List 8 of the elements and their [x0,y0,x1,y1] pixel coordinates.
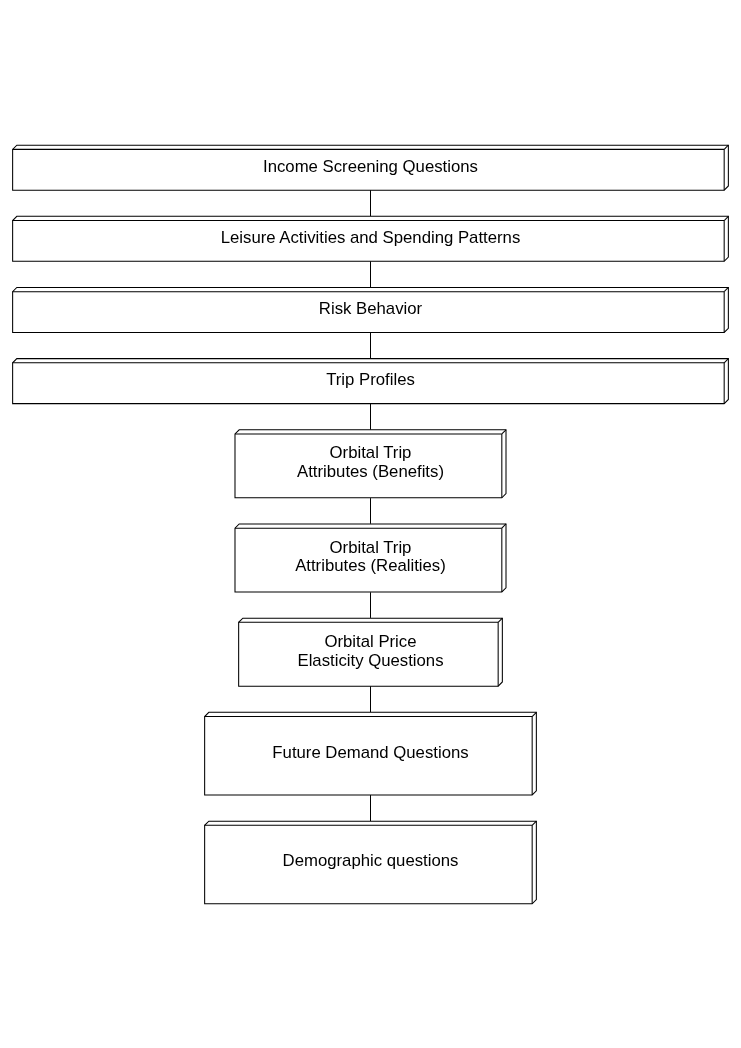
connector [369,497,372,524]
connector [369,794,372,822]
connector [369,591,372,618]
connector [369,260,372,288]
connector [369,331,372,359]
connector [369,402,372,430]
connector [369,685,372,713]
connector [369,189,372,217]
